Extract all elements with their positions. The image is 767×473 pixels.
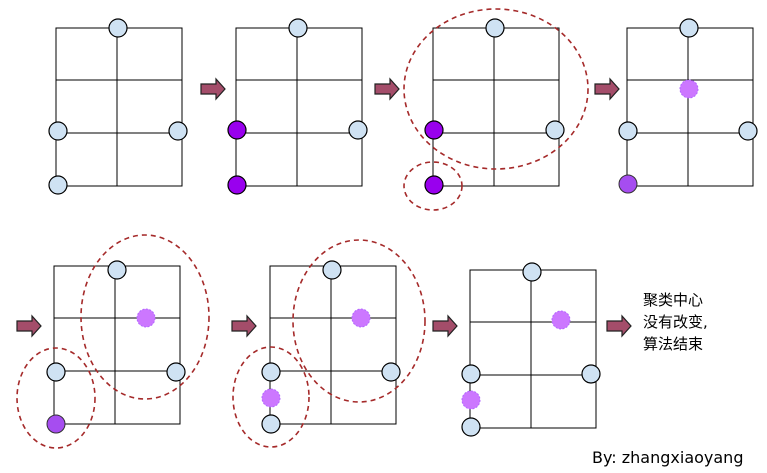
data-point [261, 362, 281, 382]
data-point [261, 414, 281, 434]
cluster-ring [292, 239, 426, 403]
data-point [288, 18, 308, 38]
initial-center-point [424, 175, 444, 195]
arrow-icon [231, 314, 257, 338]
grid [432, 27, 560, 187]
grid [235, 27, 363, 187]
panel-7 [461, 262, 601, 437]
conclusion-note: 聚类中心 没有改变, 算法结束 [643, 291, 708, 353]
centroid-point [551, 310, 571, 330]
cluster-ring [403, 161, 463, 211]
note-line-3: 算法结束 [643, 335, 703, 353]
data-point [107, 260, 127, 280]
data-point [485, 18, 505, 38]
cluster-ring [403, 8, 589, 170]
panel-3 [403, 8, 589, 211]
centroid-point [618, 174, 638, 194]
centroid-point [351, 308, 371, 328]
cluster-ring [80, 234, 210, 400]
arrow-icon [374, 77, 400, 101]
data-point [108, 18, 128, 38]
arrow-icon [594, 77, 620, 101]
arrow-icon [606, 314, 632, 338]
data-point [348, 120, 368, 140]
centroid-point [461, 390, 481, 410]
data-point [48, 121, 68, 141]
panel-4 [618, 18, 758, 194]
panel-5 [16, 234, 210, 449]
centroid-point [679, 79, 699, 99]
note-line-1: 聚类中心 [643, 291, 703, 309]
data-point [48, 175, 68, 195]
data-point [461, 417, 481, 437]
initial-center-point [227, 175, 247, 195]
centroid-point [136, 308, 156, 328]
author-credit: By: zhangxiaoyang [592, 448, 743, 467]
panel-6 [232, 239, 426, 448]
centroid-point [261, 388, 281, 408]
data-point [381, 362, 401, 382]
initial-center-point [424, 120, 444, 140]
arrow-icon [200, 77, 226, 101]
data-point [168, 121, 188, 141]
data-point [322, 260, 342, 280]
data-point [545, 120, 565, 140]
initial-center-point [227, 120, 247, 140]
grid [269, 265, 397, 425]
arrow-icon [16, 314, 42, 338]
centroid-point [46, 414, 66, 434]
data-point [581, 364, 601, 384]
data-point [738, 121, 758, 141]
data-point [618, 121, 638, 141]
cluster-ring [232, 346, 310, 448]
cluster-ring [16, 347, 96, 449]
data-point [46, 362, 66, 382]
arrow-icon [432, 314, 458, 338]
grid [469, 269, 597, 429]
grid [53, 265, 181, 425]
data-point [461, 364, 481, 384]
panel-1 [48, 18, 188, 195]
panel-2 [227, 18, 368, 195]
data-point [166, 362, 186, 382]
data-point [522, 262, 542, 282]
data-point [679, 18, 699, 38]
note-line-2: 没有改变, [643, 313, 708, 331]
grid [626, 27, 754, 187]
grid [55, 27, 183, 187]
